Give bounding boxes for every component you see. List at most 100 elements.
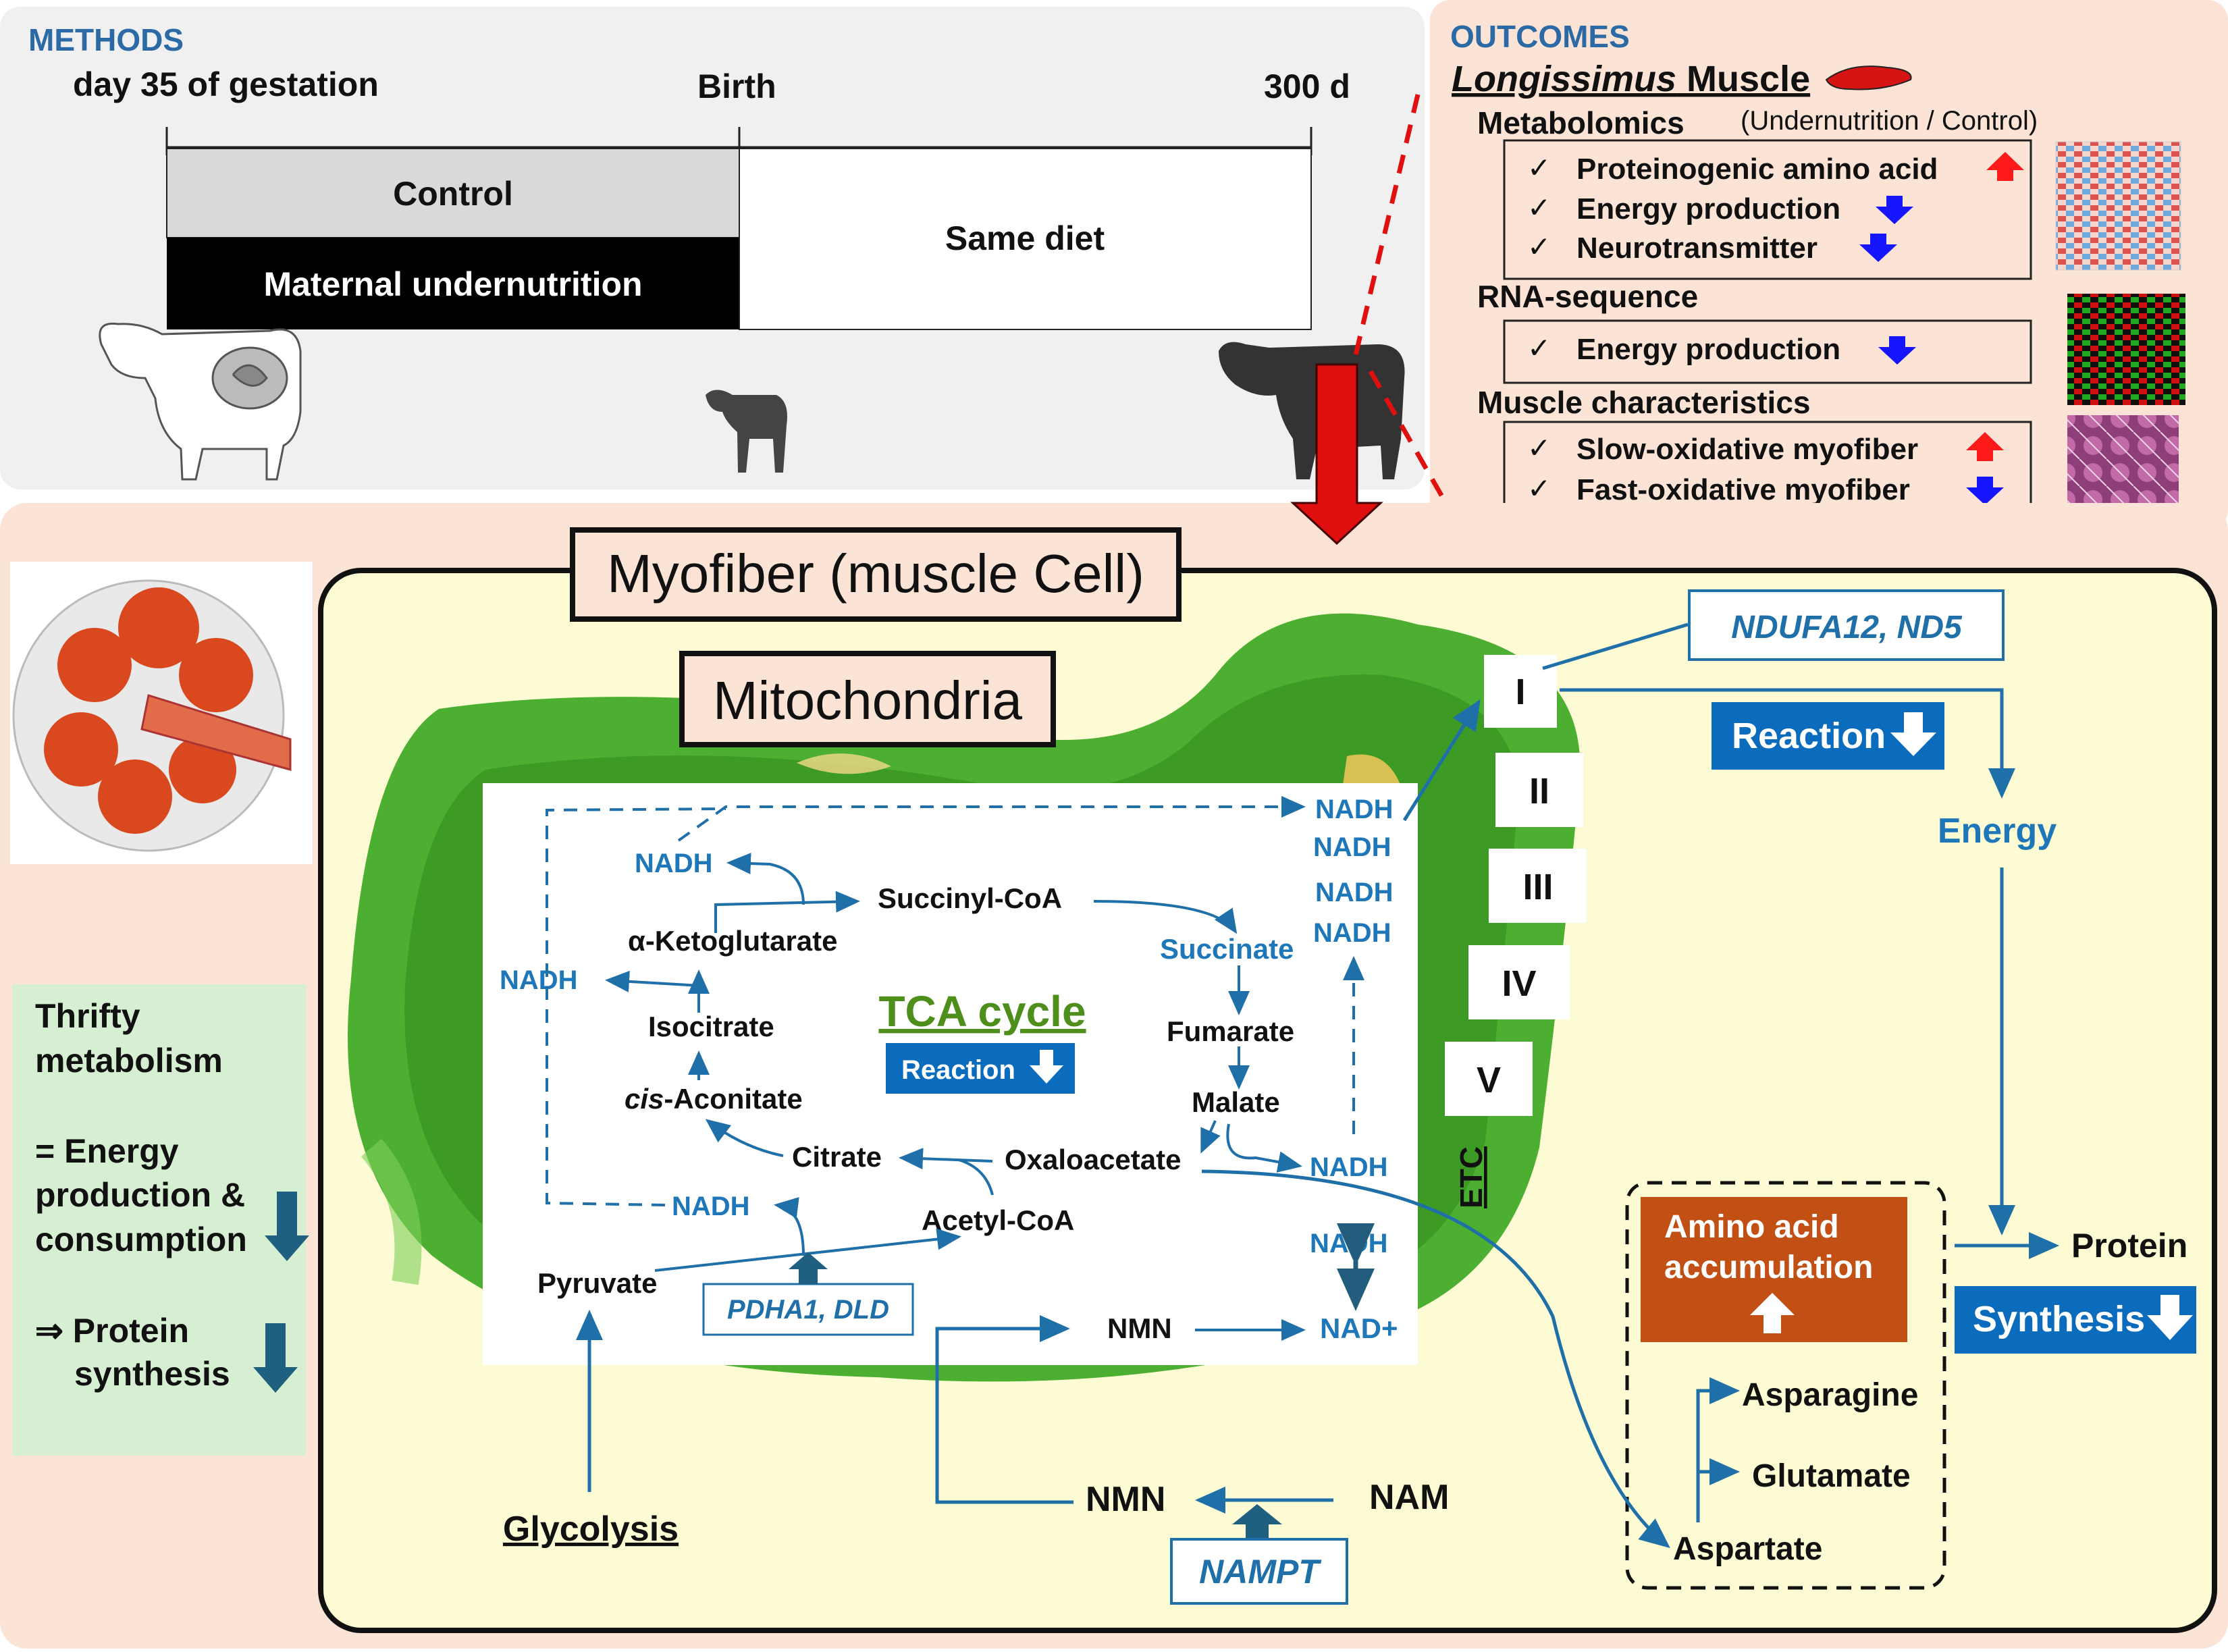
check-mark: ✓ <box>1527 332 1551 364</box>
complex-v <box>1445 1042 1533 1116</box>
ratio-note: (Undernutrition / Control) <box>1741 106 2038 136</box>
down-arrow-icon <box>1878 336 1916 365</box>
metabolite-alpha-ketoglutarate: α-Ketoglutarate <box>628 925 838 957</box>
nadh-label: NADH <box>1315 795 1394 824</box>
arrow-succinyl-to-succinate <box>1093 900 1238 934</box>
complex-ii <box>1495 753 1583 827</box>
thrifty-line: production & <box>35 1176 245 1214</box>
proteinogenic-amino-acid-item: Proteinogenic amino acid <box>1576 153 1938 186</box>
thrifty-line: synthesis <box>74 1355 230 1393</box>
glycolysis-label: Glycolysis <box>503 1510 679 1549</box>
muscle-bundle-image <box>10 562 313 864</box>
nampt-gene-box <box>1170 1538 1348 1605</box>
arrow-oxaloacetate-to-aspartate <box>1201 1169 1670 1549</box>
metabolite-nmn-outer: NMN <box>1086 1480 1165 1519</box>
rna-energy-production-item: Energy production <box>1576 333 1840 366</box>
undernutrition-bar <box>167 238 739 329</box>
nadh-label: NADH <box>1310 1229 1388 1258</box>
ndufa-gene-label: NDUFA12, ND5 <box>1731 610 1963 645</box>
arrow-akg-to-succinyl <box>714 890 860 933</box>
metabolite-malate: Malate <box>1192 1086 1280 1118</box>
thrifty-line: ⇒ Protein <box>35 1312 189 1350</box>
undernutrition-label: Maternal undernutrition <box>263 265 642 303</box>
mitochondria-label: Mitochondria <box>713 670 1023 730</box>
down-arrow-icon <box>1876 196 1913 224</box>
tca-dashed-arrows <box>546 796 1364 1206</box>
complex-iv <box>1468 945 1570 1019</box>
nampt-up-arrow <box>1232 1504 1282 1539</box>
timeline-birth-label: Birth <box>697 68 776 105</box>
amino-acid-line: Amino acid <box>1664 1209 1839 1245</box>
metabolite-succinate: Succinate <box>1160 933 1294 965</box>
adult-cow-icon <box>1219 342 1405 479</box>
metabolomics-heading: Metabolomics <box>1477 105 1685 140</box>
thrifty-line: consumption <box>35 1221 247 1258</box>
ndufa-connector <box>1542 622 1689 670</box>
metabolite-nmn-inner: NMN <box>1107 1312 1172 1344</box>
metabolite-aspartate: Aspartate <box>1673 1531 1822 1567</box>
thrifty-line: metabolism <box>35 1042 223 1080</box>
complex-iv-label: IV <box>1502 963 1536 1004</box>
amino-acid-line: accumulation <box>1664 1250 1873 1285</box>
arrow-pyruvate-to-nadh <box>774 1197 805 1256</box>
metabolite-succinyl-coa: Succinyl-CoA <box>878 882 1062 914</box>
arrow-to-nadh <box>726 853 805 905</box>
timeline-end-label: 300 d <box>1264 68 1350 105</box>
thrifty-metabolism-box: Thrifty metabolism = Energy production &… <box>12 984 309 1456</box>
complex-iii <box>1489 849 1587 923</box>
down-arrow-icon <box>1890 712 1936 756</box>
methods-panel: METHODS day 35 of gestation Birth 300 d … <box>0 7 1425 489</box>
tca-title: TCA cycle <box>878 987 1086 1036</box>
etc-label: ETC <box>1454 1146 1489 1208</box>
myofiber-label: Myofiber (muscle Cell) <box>607 543 1144 604</box>
complex-iii-label: III <box>1522 867 1553 907</box>
longissimus-muscle-heading: Longissimus Muscle <box>1452 59 1810 99</box>
down-red-arrow <box>1290 363 1383 545</box>
outcomes-panel: OUTCOMES Longissimus Muscle Metabolomics… <box>1430 0 2228 530</box>
arrow-isocitrate-to-nadh <box>605 970 699 992</box>
check-mark: ✓ <box>1527 231 1551 263</box>
check-mark: ✓ <box>1527 473 1551 504</box>
pdh-gene-box <box>702 1283 914 1336</box>
down-arrow-icon <box>1030 1050 1063 1084</box>
metabolite-isocitrate: Isocitrate <box>648 1011 774 1042</box>
etc-reaction-label: Reaction <box>1732 716 1886 756</box>
methods-title: METHODS <box>28 22 184 57</box>
pregnant-cow-icon <box>99 322 302 481</box>
metabolite-oxaloacetate: Oxaloacetate <box>1005 1144 1181 1175</box>
same-diet-label: Same diet <box>945 219 1105 257</box>
pdh-up-arrow <box>789 1252 828 1284</box>
calf-icon <box>706 390 787 473</box>
energy-label: Energy <box>1938 811 2057 851</box>
pdh-gene-label: PDHA1, DLD <box>727 1295 889 1325</box>
arrow-malate-to-oxaloacetate <box>1200 1120 1221 1154</box>
tca-reaction-label: Reaction <box>901 1055 1015 1085</box>
zoom-dashed-line <box>1344 94 1421 392</box>
rna-sequence-heading: RNA-sequence <box>1477 279 1698 314</box>
arrow-citrate-to-cis <box>705 1119 784 1157</box>
arrow-nadh-to-complex-i <box>1402 699 1481 822</box>
outcomes-title: OUTCOMES <box>1450 19 1630 54</box>
control-label: Control <box>393 175 513 213</box>
metabolite-asparagine: Asparagine <box>1742 1377 1918 1413</box>
timeline-start-label: day 35 of gestation <box>73 65 379 103</box>
complex-v-label: V <box>1477 1060 1501 1100</box>
protein-label: Protein <box>2071 1227 2187 1264</box>
fast-oxidative-item: Fast-oxidative myofiber <box>1576 473 1910 506</box>
arrow-oxaloacetate-to-citrate <box>899 1148 993 1170</box>
up-arrow-icon <box>1750 1293 1795 1333</box>
nadh-label: NADH <box>1315 878 1394 907</box>
mitochondria-label-box <box>679 651 1056 747</box>
nadh-label: NADH <box>1310 1152 1388 1182</box>
dashed-arrow-top <box>677 796 1306 842</box>
metabolomics-heatmap-image <box>2055 141 2181 271</box>
down-arrow-icon <box>1859 234 1897 262</box>
nadh-label: NADH <box>635 849 713 878</box>
rnaseq-box <box>1503 319 2032 384</box>
thrifty-line: Thrifty <box>35 997 140 1035</box>
metabolite-cis-aconitate: cis-Aconitate <box>625 1083 803 1115</box>
nadh-label: NADH <box>1313 832 1391 862</box>
slow-oxidative-item: Slow-oxidative myofiber <box>1576 433 1918 466</box>
arrow-complex-i-to-energy <box>1560 688 2015 799</box>
